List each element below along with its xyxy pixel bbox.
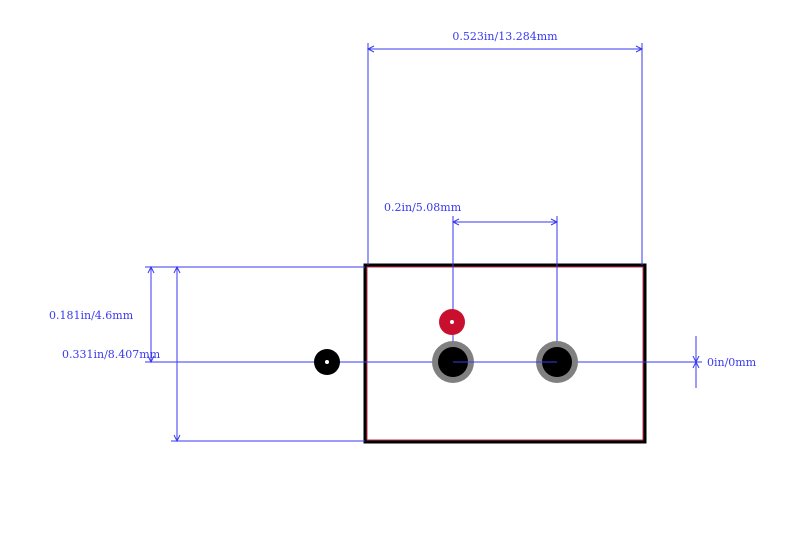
courtyard-outline	[366, 266, 644, 441]
offset-dimension: 0.181in/4.6mm	[49, 265, 453, 364]
width-label: 0.523in/13.284mm	[452, 30, 558, 43]
zero-label: 0in/0mm	[707, 356, 757, 369]
offset-label: 0.181in/4.6mm	[49, 309, 134, 322]
height-dimension: 0.331in/8.407mm	[62, 265, 365, 443]
pin1-marker	[439, 309, 465, 335]
pitch-dimension: 0.2in/5.08mm	[384, 201, 559, 362]
component-outline	[363, 263, 647, 444]
pitch-label: 0.2in/5.08mm	[384, 201, 462, 214]
height-label: 0.331in/8.407mm	[62, 348, 161, 361]
mounting-hole	[314, 349, 340, 375]
zero-dimension: 0in/0mm	[557, 336, 757, 388]
width-dimension: 0.523in/13.284mm	[366, 30, 644, 265]
